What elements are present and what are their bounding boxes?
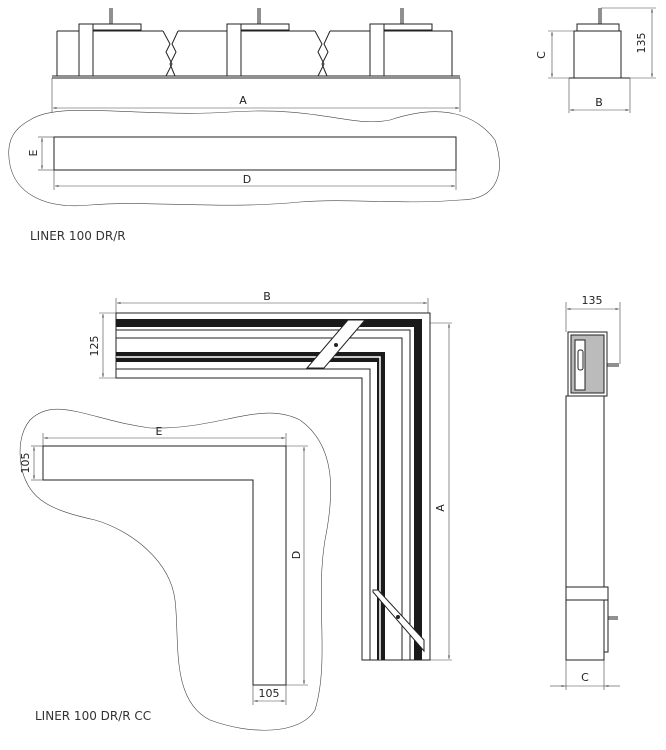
dim-label-135: 135 — [582, 294, 603, 307]
caption-liner-100-dr-r: LINER 100 DR/R — [30, 229, 126, 243]
dim-label-b: B — [595, 96, 603, 109]
dim-label-d: D — [243, 173, 251, 186]
front-view-straight: A — [51, 8, 461, 112]
dim-label-c: C — [581, 671, 589, 684]
dim-label-b: B — [263, 290, 271, 303]
dim-label-135: 135 — [635, 33, 648, 54]
dim-label-e: E — [156, 425, 163, 438]
dim-label-a: A — [434, 504, 447, 512]
dim-label-125: 125 — [88, 336, 101, 357]
side-view-corner: 135 C — [550, 294, 621, 690]
dim-label-d: D — [290, 551, 303, 559]
corner-clip — [305, 319, 425, 653]
plan-view-straight: E D — [8, 109, 500, 207]
plan-view-corner: E 105 D 105 — [19, 408, 332, 731]
dim-label-c: C — [535, 51, 548, 59]
side-view-straight: C 135 B — [535, 7, 656, 113]
mounting-bracket — [78, 8, 433, 77]
dim-label-e: E — [27, 149, 40, 156]
corner-view: B 125 A — [88, 290, 452, 661]
dim-label-105-bottom: 105 — [259, 687, 280, 700]
caption-liner-100-dr-r-cc: LINER 100 DR/R CC — [35, 709, 152, 723]
dim-label-105-left: 105 — [19, 453, 32, 474]
dim-label-a: A — [239, 94, 247, 107]
